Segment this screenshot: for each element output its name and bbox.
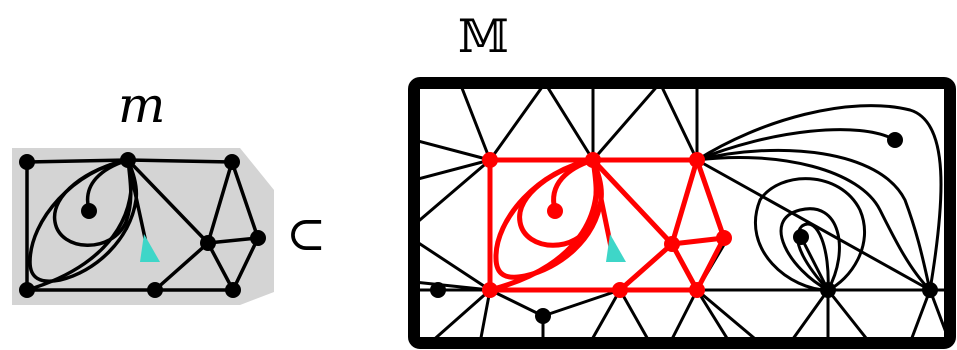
small-edge (206, 236, 260, 245)
highlight-edge (669, 235, 727, 247)
big-map: 𝕄 (408, 9, 956, 349)
subset-symbol: ⊂ (286, 206, 326, 262)
big-edge (541, 288, 622, 318)
highlight-vertex (689, 282, 705, 298)
big-edge (543, 83, 595, 162)
big-edge (788, 288, 830, 343)
big-vertex (793, 229, 809, 245)
small-edge (231, 236, 260, 292)
small-edge (153, 241, 210, 292)
big-vertex (430, 282, 446, 298)
big-curve (695, 104, 943, 292)
small-vertex (250, 230, 266, 246)
highlight-loop (551, 157, 596, 213)
big-edge (458, 83, 492, 162)
big-map-frame (408, 77, 956, 349)
small-vertex (120, 152, 136, 168)
highlight-vertex (689, 152, 705, 168)
highlight-vertex (585, 152, 601, 168)
highlight-edge (669, 157, 700, 247)
highlight-vertex (482, 282, 498, 298)
big-vertex (820, 282, 836, 298)
big-curve (779, 207, 841, 292)
small-map: m (12, 76, 274, 305)
big-edge (695, 288, 762, 343)
big-edge (591, 83, 662, 162)
small-vertex (200, 235, 216, 251)
highlight-vertex (482, 152, 498, 168)
big-vertex (887, 132, 903, 148)
big-curve (695, 148, 932, 292)
highlight-vertex (716, 230, 732, 246)
highlight-vertex (547, 203, 563, 219)
big-curve (796, 222, 830, 292)
small-vertex (224, 154, 240, 170)
big-edge (799, 235, 830, 292)
big-map-label: 𝕄 (458, 9, 509, 63)
big-edge (414, 238, 492, 292)
small-map-label: m (118, 76, 165, 134)
highlight-edge (669, 241, 700, 293)
highlight-loop (493, 157, 604, 280)
small-edge (230, 160, 260, 240)
highlight-vertex (664, 236, 680, 252)
big-edge (478, 288, 492, 343)
big-vertex (535, 308, 551, 324)
root-arrow-icon (606, 234, 626, 262)
small-loop (28, 158, 139, 283)
big-edge (668, 288, 699, 343)
highlight-edge (487, 157, 599, 293)
big-edge (414, 138, 492, 162)
small-vertex (225, 282, 241, 298)
highlight-edge (694, 235, 727, 293)
big-edge (414, 158, 492, 227)
small-edge (25, 158, 133, 292)
big-edge (826, 288, 872, 343)
highlight-vertex (612, 282, 628, 298)
big-curve (695, 128, 897, 162)
big-edge (428, 288, 492, 343)
big-edge (488, 83, 547, 162)
big-edge (658, 83, 699, 162)
small-vertex (147, 282, 163, 298)
highlight-edge (590, 157, 675, 247)
highlight-edge (694, 157, 727, 241)
big-edge (588, 288, 622, 343)
big-edge (695, 288, 732, 343)
highlight-edge (617, 241, 675, 293)
small-vertex (19, 282, 35, 298)
big-edge (908, 288, 932, 343)
small-vertex (19, 154, 35, 170)
big-edge (618, 288, 652, 343)
small-edge (206, 160, 234, 245)
small-vertex (81, 203, 97, 219)
small-edge (126, 158, 210, 245)
big-edge (488, 288, 545, 318)
big-vertex (922, 282, 938, 298)
big-edge (414, 158, 492, 182)
root-arrow-icon (140, 234, 160, 262)
small-edge (206, 241, 235, 292)
big-curve (753, 177, 866, 292)
big-curve (695, 156, 932, 292)
